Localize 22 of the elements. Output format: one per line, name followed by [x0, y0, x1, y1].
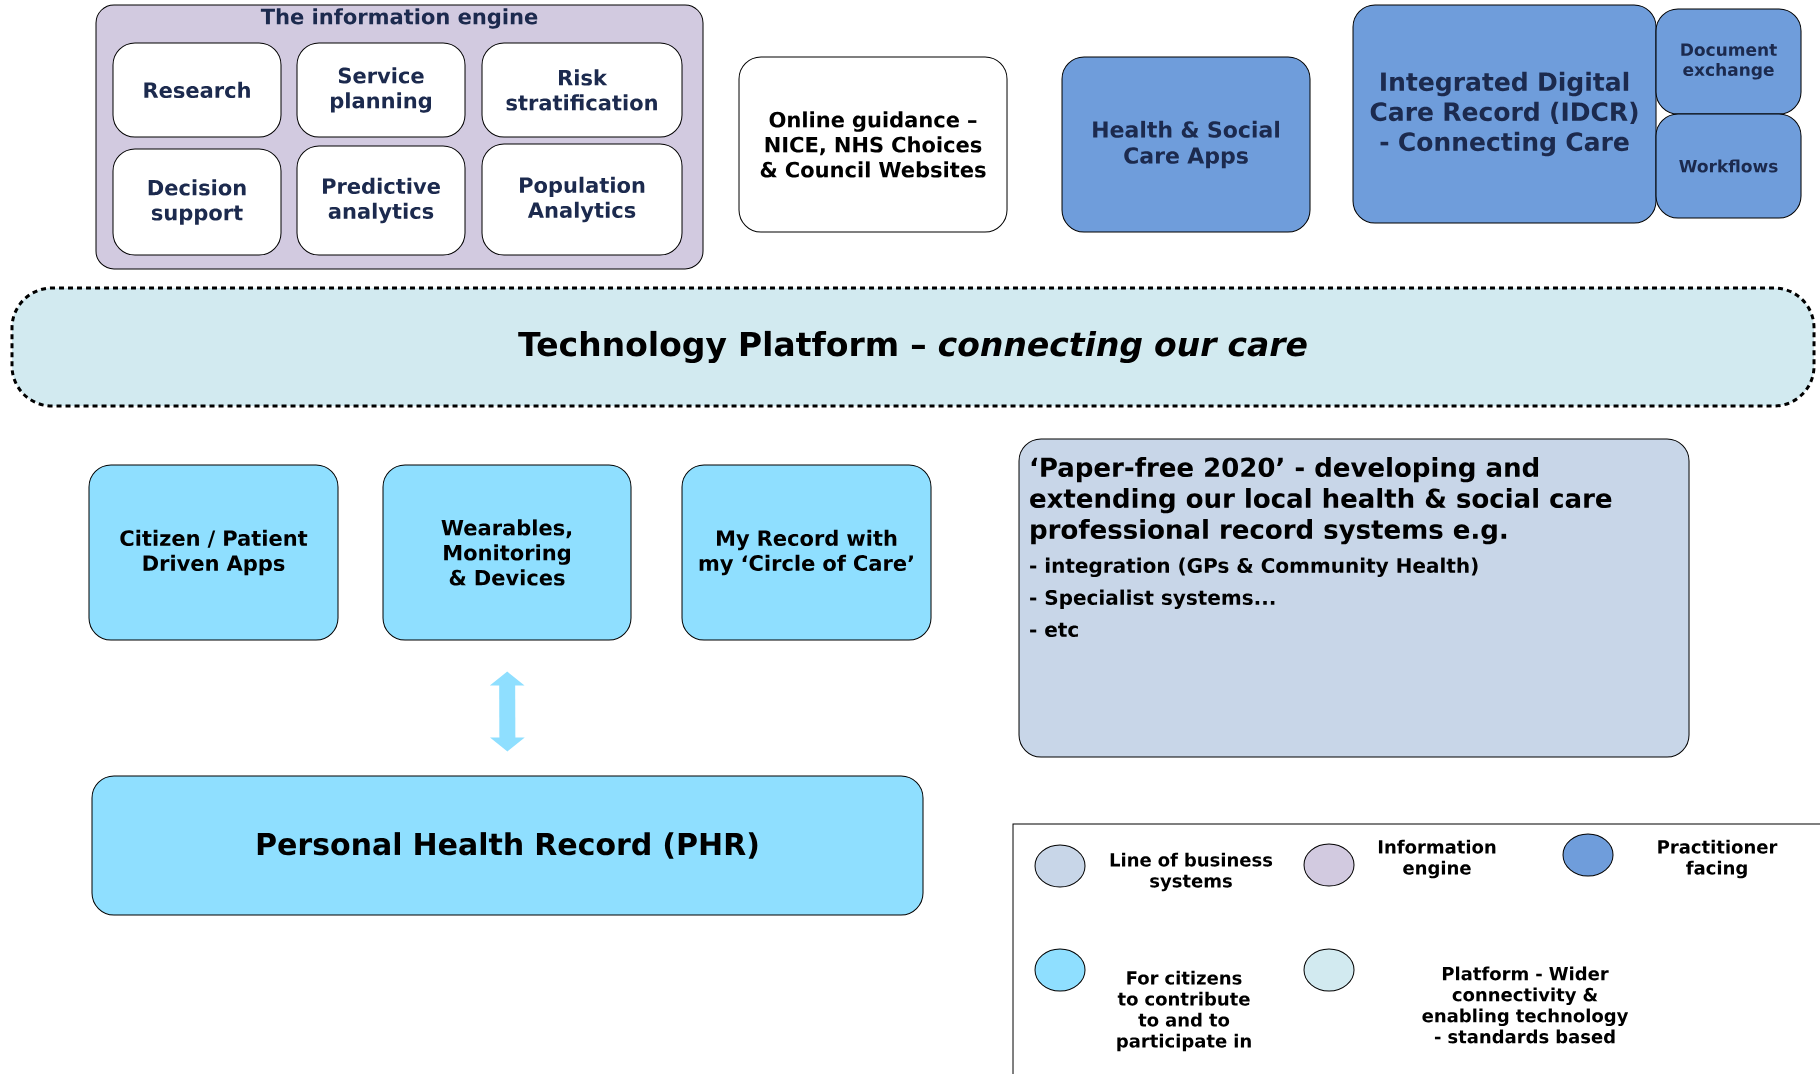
rounded-box: Citizen / Patient Driven Apps — [88, 464, 339, 641]
rounded-box: Workflows — [1655, 113, 1802, 219]
rounded-box: Decision support — [112, 148, 282, 256]
rounded-box: ‘Paper-free 2020’ - developing and extending our local health & social care professional record systems e.g. - integration (GPs & Community Health) - Specialist systems... - etc — [1018, 438, 1690, 758]
rounded-box: Risk stratification — [481, 42, 683, 138]
rounded-box: Online guidance – NICE, NHS Choices & Council Websites — [738, 56, 1008, 233]
rounded-box: Predictive analytics — [296, 145, 466, 256]
rounded-box: Service planning — [296, 42, 466, 138]
rounded-box: Wearables, Monitoring & Devices — [382, 464, 632, 641]
rounded-box: Personal Health Record (PHR) — [91, 775, 924, 916]
platform-band: Technology Platform – connecting our care — [10, 286, 1816, 408]
rounded-box: Document exchange — [1655, 8, 1802, 115]
legend-label: Practitioner facing — [1658, 839, 1778, 879]
legend-label: For citizens to contribute to and to participate in — [1117, 970, 1251, 1052]
legend-label: Information engine — [1378, 839, 1496, 879]
legend-label: Line of business systems — [1110, 852, 1273, 892]
rounded-box: Health & Social Care Apps — [1061, 56, 1311, 233]
rounded-box: My Record with my ‘Circle of Care’ — [681, 464, 932, 641]
legend-label: Platform - Wider connectivity & enabling technology - standards based — [1422, 966, 1629, 1044]
rounded-box: Integrated Digital Care Record (IDCR) - Connecting Care — [1352, 4, 1657, 224]
rounded-box: Research — [112, 42, 282, 138]
rounded-box: Population Analytics — [481, 143, 683, 256]
